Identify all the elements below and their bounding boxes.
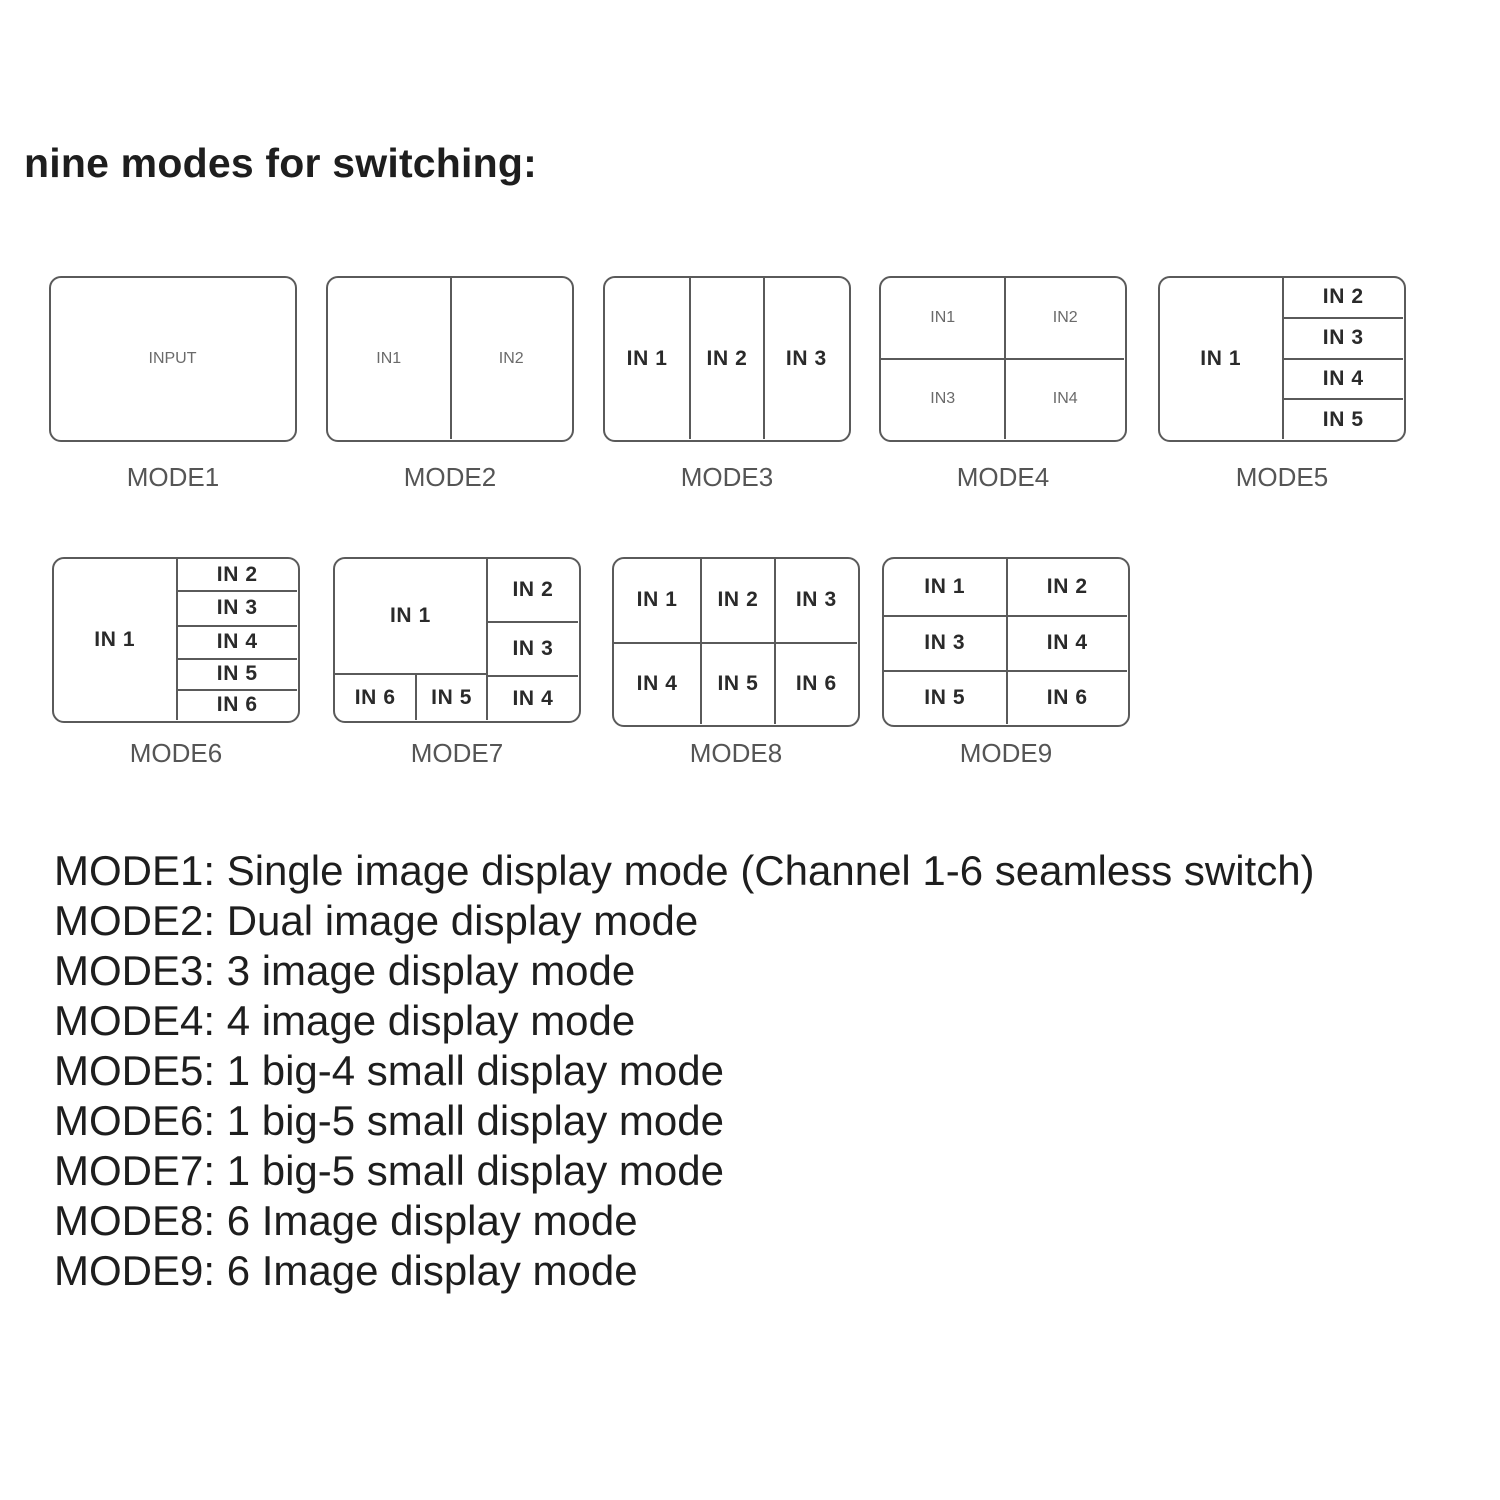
mode7-cell: IN 5 <box>415 673 486 720</box>
mode1-layout: INPUT <box>49 276 297 442</box>
mode3-cell: IN 3 <box>762 278 848 439</box>
mode7-cell: IN 6 <box>335 673 416 720</box>
mode2-cell: IN1 <box>376 349 402 367</box>
mode9-cell: IN 6 <box>1005 669 1127 724</box>
mode7-description: MODE7: 1 big-5 small display mode <box>54 1147 724 1194</box>
mode2-caption: MODE2 <box>403 462 497 492</box>
mode5-cell: IN 5 <box>1281 398 1403 439</box>
mode5-cell: IN 3 <box>1281 316 1403 358</box>
mode2-layout: IN1 IN2 <box>326 276 574 442</box>
mode5-description: MODE5: 1 big-4 small display mode <box>54 1047 724 1094</box>
mode9-caption: MODE9 <box>959 738 1053 768</box>
mode7-cell: IN 1 <box>389 604 431 628</box>
mode8-cell: IN 1 <box>636 588 678 612</box>
mode3-cell: IN 1 <box>626 346 668 370</box>
mode8-cell: IN 2 <box>700 559 773 642</box>
mode4-description: MODE4: 4 image display mode <box>54 997 636 1044</box>
mode7-cell: IN 3 <box>485 621 578 676</box>
mode8-cell: IN 3 <box>773 559 857 642</box>
mode-descriptions: MODE1: Single image display mode (Channe… <box>54 846 1315 1296</box>
mode9-description: MODE9: 6 Image display mode <box>54 1247 638 1294</box>
mode5-cell: IN 4 <box>1281 357 1403 399</box>
mode9-cell: IN 1 <box>924 575 966 599</box>
mode2-description: MODE2: Dual image display mode <box>54 897 699 944</box>
mode7-cell: IN 4 <box>485 675 578 720</box>
mode5-cell: IN 1 <box>1200 346 1242 370</box>
mode5-caption: MODE5 <box>1235 462 1329 492</box>
mode6-description: MODE6: 1 big-5 small display mode <box>54 1097 724 1144</box>
mode4-caption: MODE4 <box>956 462 1050 492</box>
mode7-caption: MODE7 <box>410 738 504 768</box>
mode9-cell: IN 2 <box>1005 559 1128 616</box>
mode6-cell: IN 1 <box>94 627 136 651</box>
mode5-cell: IN 2 <box>1281 278 1404 317</box>
mode8-cell: IN 5 <box>700 641 774 724</box>
mode1-caption: MODE1 <box>126 462 220 492</box>
mode4-cell: IN1 <box>930 308 956 326</box>
mode3-cell: IN 2 <box>689 278 762 439</box>
mode3-description: MODE3: 3 image display mode <box>54 947 636 994</box>
mode4-cell: IN4 <box>1004 357 1124 439</box>
mode6-cell: IN 4 <box>175 624 297 658</box>
mode9-cell: IN 5 <box>884 669 1006 724</box>
mode9-cell: IN 4 <box>1005 615 1127 670</box>
mode1-description: MODE1: Single image display mode (Channe… <box>54 847 1315 894</box>
mode6-cell: IN 6 <box>175 688 297 720</box>
mode3-caption: MODE3 <box>680 462 774 492</box>
mode4-cell: IN2 <box>1004 278 1124 358</box>
mode9-cell: IN 3 <box>884 615 1006 669</box>
page-title: nine modes for switching: <box>24 140 537 186</box>
mode8-cell: IN 4 <box>614 641 701 725</box>
mode6-cell: IN 3 <box>175 590 297 625</box>
mode4-cell: IN3 <box>881 357 1005 439</box>
mode8-caption: MODE8 <box>689 738 783 768</box>
mode1-cell: INPUT <box>148 349 197 367</box>
mode6-cell: IN 5 <box>175 657 297 689</box>
mode6-cell: IN 2 <box>175 559 298 591</box>
mode7-cell: IN 2 <box>485 559 578 622</box>
mode2-cell: IN2 <box>449 278 572 439</box>
mode8-cell: IN 6 <box>773 641 857 724</box>
mode6-caption: MODE6 <box>129 738 223 768</box>
mode8-description: MODE8: 6 Image display mode <box>54 1197 638 1244</box>
